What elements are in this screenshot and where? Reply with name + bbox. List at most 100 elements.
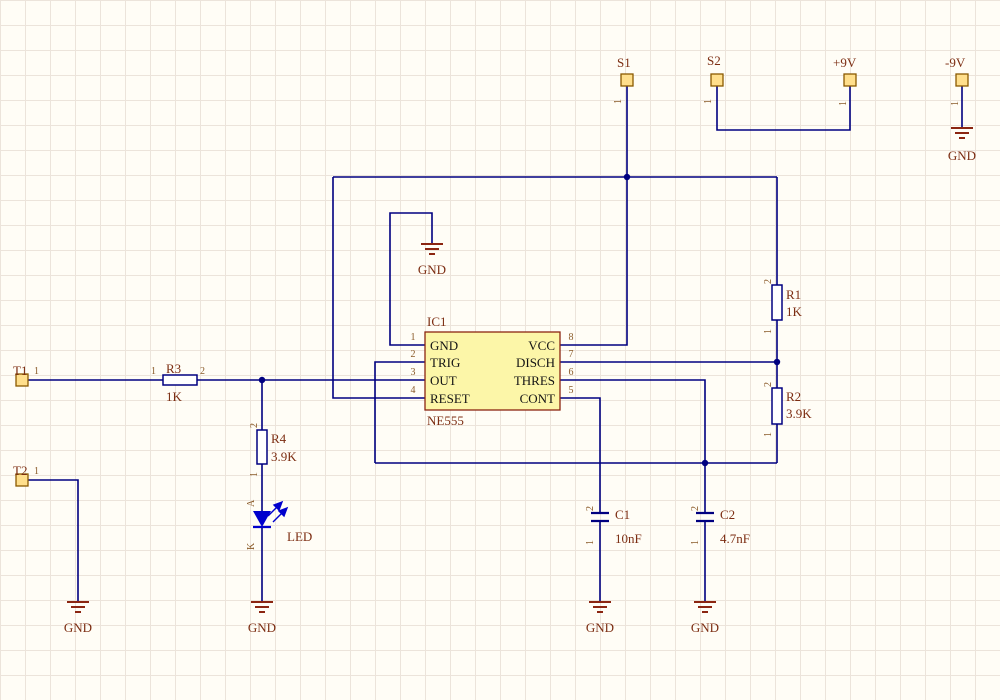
gnd-symbol-ic-pin1[interactable] [421,243,443,255]
gnd-label-t2: GND [63,620,93,635]
port-pin-minus9v: 1 [950,101,961,106]
resistor-r1-pin1: 1 [763,329,774,334]
gnd-label-c2: GND [690,620,720,635]
gnd-label-ic-pin1: GND [417,262,447,277]
junction-disch-r1r2 [773,358,781,366]
capacitor-c2-ref: C2 [720,507,736,522]
resistor-r2-body[interactable] [771,387,783,425]
ic-pin-num-2: 2 [410,349,416,360]
resistor-r3-value: 1K [166,389,182,404]
ic-pin-num-1: 1 [410,332,416,343]
resistor-r1-value: 1K [786,304,802,319]
ic-body[interactable] [424,331,561,411]
wire-t2-gnd [28,479,79,602]
resistors [162,284,783,465]
gnd-symbol-c2[interactable] [694,601,716,613]
port-pin-s1: 1 [613,99,624,104]
port-label-s2: S2 [707,53,721,68]
capacitor-c1-pin2: 2 [585,506,596,511]
led-label: LED [287,529,313,544]
ic-pin-name-cont: CONT [519,391,555,406]
resistor-r2-ref: R2 [786,389,802,404]
port-pin-plus9v: 1 [838,101,849,106]
gnd-symbol-led[interactable] [251,601,273,613]
ic-pin-num-6: 6 [568,367,574,378]
ic-part-number: NE555 [427,413,464,428]
led-anode-label: A [246,499,257,507]
port-pads [15,73,969,487]
ic-designator: IC1 [427,314,447,329]
gnd-symbol-t2[interactable] [67,601,89,613]
wire-s2-to-plus9v [716,86,851,131]
junction-s1-rail [623,173,631,181]
capacitor-c1-value: 10nF [615,531,642,546]
gnd-label-c1: GND [585,620,615,635]
pad-s2[interactable] [710,73,724,87]
pad-minus9v[interactable] [955,73,969,87]
led-triangle [253,511,271,527]
resistor-r1-body[interactable] [771,284,783,321]
resistor-r3-pin1: 1 [151,366,156,377]
gnd-label-led: GND [247,620,277,635]
pad-s1[interactable] [620,73,634,87]
capacitor-c2-pin1: 1 [690,540,701,545]
port-label-minus9v: -9V [945,55,966,70]
resistor-r3-ref: R3 [166,361,182,376]
ic-pin-num-5: 5 [568,385,574,396]
ic-pin-num-8: 8 [568,332,574,343]
pad-t1[interactable] [15,373,29,387]
ic-pin-name-trig: TRIG [430,355,461,370]
ic-pin-num-3: 3 [410,367,416,378]
ic-pin-name-out: OUT [430,373,457,388]
ic-pin-name-disch: DISCH [515,355,555,370]
port-label-plus9v: +9V [833,55,857,70]
resistor-r2-pin1: 1 [763,432,774,437]
wires[interactable] [28,86,963,602]
wire-pin6-thres [560,379,706,463]
wire-pin5-cont-c1 [560,397,601,602]
ic-pin-name-reset: RESET [430,391,470,406]
resistor-r4-pin2: 2 [249,423,260,428]
port-label-s1: S1 [617,55,631,70]
resistor-r4-body[interactable] [256,429,268,465]
gnd-symbols [67,127,973,613]
port-pin-t1: 1 [34,366,39,377]
capacitor-c1-pin1: 1 [585,540,596,545]
junction-thres-c2 [701,459,709,467]
ic-pin-name-thres: THRES [513,373,555,388]
wire-s1-to-vcc-pin8 [560,86,628,346]
gnd-label-minus9v: GND [947,148,977,163]
wire-pin2-trig [374,361,425,463]
wire-pin1-to-gnd [389,212,433,346]
led-emission-arrows [267,500,289,523]
resistor-r4-ref: R4 [271,431,287,446]
resistor-r1-ref: R1 [786,287,802,302]
capacitor-c2-value: 4.7nF [720,531,750,546]
led-cathode-label: K [246,542,257,550]
port-pin-s2: 1 [703,99,714,104]
junction-dots [258,173,781,467]
wire-pin4-reset [332,177,425,399]
resistor-r3-pin2: 2 [200,366,205,377]
capacitor-c2-plates[interactable] [696,511,714,523]
resistor-r4-pin1: 1 [249,472,260,477]
capacitor-c1-plates[interactable] [591,511,609,523]
capacitor-c2-pin2: 2 [690,506,701,511]
pad-t2[interactable] [15,473,29,487]
resistor-r4-value: 3.9K [271,449,297,464]
port-label-t2: T2 [13,463,28,478]
ic-pin-name-gnd: GND [430,338,459,353]
capacitors [591,511,714,523]
junction-out-r4 [258,376,266,384]
resistor-r3-body[interactable] [162,374,198,386]
gnd-symbol-c1[interactable] [589,601,611,613]
resistor-r1-pin2: 2 [763,279,774,284]
pad-plus9v[interactable] [843,73,857,87]
port-label-t1: T1 [13,363,28,378]
ic-pin-num-4: 4 [410,385,416,396]
ic-pin-name-vcc: VCC [528,338,555,353]
gnd-symbol-minus9v[interactable] [951,127,973,139]
led-symbol[interactable] [253,500,289,529]
